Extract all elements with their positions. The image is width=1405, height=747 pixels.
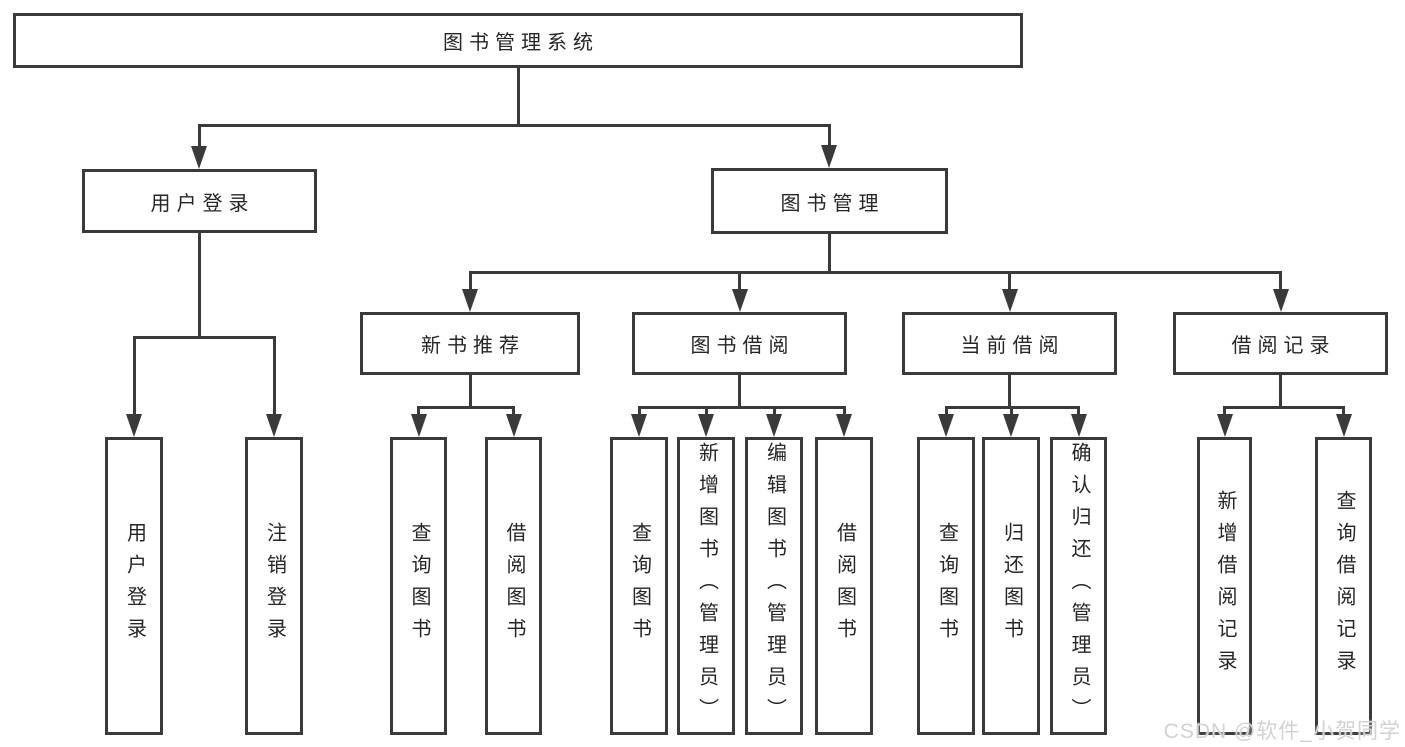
node-new-book-recommend: 新书推荐 xyxy=(360,312,580,375)
connector-line xyxy=(827,234,831,274)
connector-line xyxy=(1223,406,1226,419)
leaf-label: 用户登录 xyxy=(123,522,146,650)
leaf-newbook-query-books: 查询图书 xyxy=(390,437,447,735)
leaf-label: 查询借阅记录 xyxy=(1333,490,1355,682)
arrow-down-icon xyxy=(1001,289,1018,312)
leaf-current-return-books: 归还图书 xyxy=(982,437,1040,735)
connector-line xyxy=(197,124,831,127)
connector-line xyxy=(944,406,948,419)
connector-line xyxy=(738,375,741,409)
leaf-label: 查询图书 xyxy=(408,522,430,650)
connector-line xyxy=(197,233,201,339)
node-current-borrowing: 当前借阅 xyxy=(902,312,1117,375)
leaf-label: 注销登录 xyxy=(263,522,286,650)
arrow-down-icon xyxy=(1003,414,1019,437)
leaf-newbook-borrow-books: 借阅图书 xyxy=(485,437,542,735)
leaf-label: 编辑图书（管理员） xyxy=(763,442,786,730)
leaf-logout: 注销登录 xyxy=(245,437,303,735)
connector-line xyxy=(637,406,641,419)
connector-line xyxy=(1223,406,1345,409)
connector-line xyxy=(1009,406,1013,419)
arrow-down-icon xyxy=(938,414,954,437)
arrow-down-icon xyxy=(731,289,748,312)
node-label: 当前借阅 xyxy=(960,335,1065,357)
leaf-label: 新增借阅记录 xyxy=(1214,490,1236,682)
arrow-down-icon xyxy=(1272,289,1289,312)
arrow-down-icon xyxy=(821,145,837,168)
connector-line xyxy=(637,406,846,409)
csdn-watermark: CSDN @软件_小贺同学 xyxy=(1163,720,1401,743)
leaf-borrow-query-books: 查询图书 xyxy=(610,437,668,735)
node-user-login: 用户登录 xyxy=(82,169,317,233)
arrow-down-icon xyxy=(1070,414,1087,437)
connector-line xyxy=(738,271,741,294)
connector-line xyxy=(132,336,136,419)
connector-line xyxy=(827,124,831,149)
arrow-down-icon xyxy=(505,414,522,437)
leaf-label: 借阅图书 xyxy=(833,522,856,650)
leaf-label: 归还图书 xyxy=(1000,522,1023,650)
node-label: 用户登录 xyxy=(150,192,255,215)
arrow-down-icon xyxy=(631,414,647,437)
node-book-management: 图书管理 xyxy=(711,168,948,234)
arrow-down-icon xyxy=(836,414,852,437)
node-borrowing-records: 借阅记录 xyxy=(1173,312,1388,375)
arrow-down-icon xyxy=(698,414,714,437)
connector-line xyxy=(132,336,276,339)
node-label: 新书推荐 xyxy=(421,335,525,357)
arrow-down-icon xyxy=(126,414,142,437)
arrow-down-icon xyxy=(1216,414,1233,437)
connector-line xyxy=(468,271,472,294)
connector-line xyxy=(1008,271,1011,294)
connector-line xyxy=(1279,271,1282,294)
leaf-records-add-record: 新增借阅记录 xyxy=(1197,437,1252,735)
leaf-records-query-record: 查询借阅记录 xyxy=(1315,437,1372,735)
connector-line xyxy=(1077,406,1080,419)
leaf-label: 确认归还（管理员） xyxy=(1068,442,1090,730)
node-library-management-system: 图书管理系统 xyxy=(13,13,1023,68)
connector-line xyxy=(772,406,776,419)
connector-line xyxy=(704,406,708,419)
leaf-label: 查询图书 xyxy=(935,522,958,650)
node-label: 图书管理 xyxy=(780,192,885,215)
connector-line xyxy=(842,406,846,419)
leaf-user-login: 用户登录 xyxy=(105,437,163,735)
arrow-down-icon xyxy=(191,146,207,169)
arrow-down-icon xyxy=(266,414,282,437)
node-label: 图书借阅 xyxy=(690,335,795,357)
connector-line xyxy=(417,406,420,419)
leaf-label: 借阅图书 xyxy=(503,522,525,650)
connector-line xyxy=(516,68,520,127)
leaf-current-confirm-return-admin: 确认归还（管理员） xyxy=(1050,437,1107,735)
connector-line xyxy=(468,271,1282,274)
node-book-borrowing: 图书借阅 xyxy=(632,312,847,375)
leaf-current-query-books: 查询图书 xyxy=(917,437,975,735)
node-label: 借阅记录 xyxy=(1231,335,1336,357)
connector-line xyxy=(197,124,201,149)
arrow-down-icon xyxy=(1335,414,1352,437)
connector-line xyxy=(468,375,472,409)
connector-line xyxy=(512,406,515,419)
arrow-down-icon xyxy=(766,414,782,437)
leaf-label: 查询图书 xyxy=(628,522,651,650)
node-label: 图书管理系统 xyxy=(443,32,599,54)
leaf-borrow-edit-books-admin: 编辑图书（管理员） xyxy=(745,437,803,735)
connector-line xyxy=(944,406,1080,409)
arrow-down-icon xyxy=(410,414,427,437)
connector-line xyxy=(272,336,276,419)
leaf-borrow-add-books-admin: 新增图书（管理员） xyxy=(677,437,735,735)
leaf-label: 新增图书（管理员） xyxy=(695,442,718,730)
connector-line xyxy=(417,406,515,409)
leaf-borrow-borrow-books: 借阅图书 xyxy=(815,437,873,735)
connector-line xyxy=(1279,375,1282,409)
connector-line xyxy=(1342,406,1345,419)
arrow-down-icon xyxy=(462,289,478,312)
connector-line xyxy=(1008,375,1011,409)
